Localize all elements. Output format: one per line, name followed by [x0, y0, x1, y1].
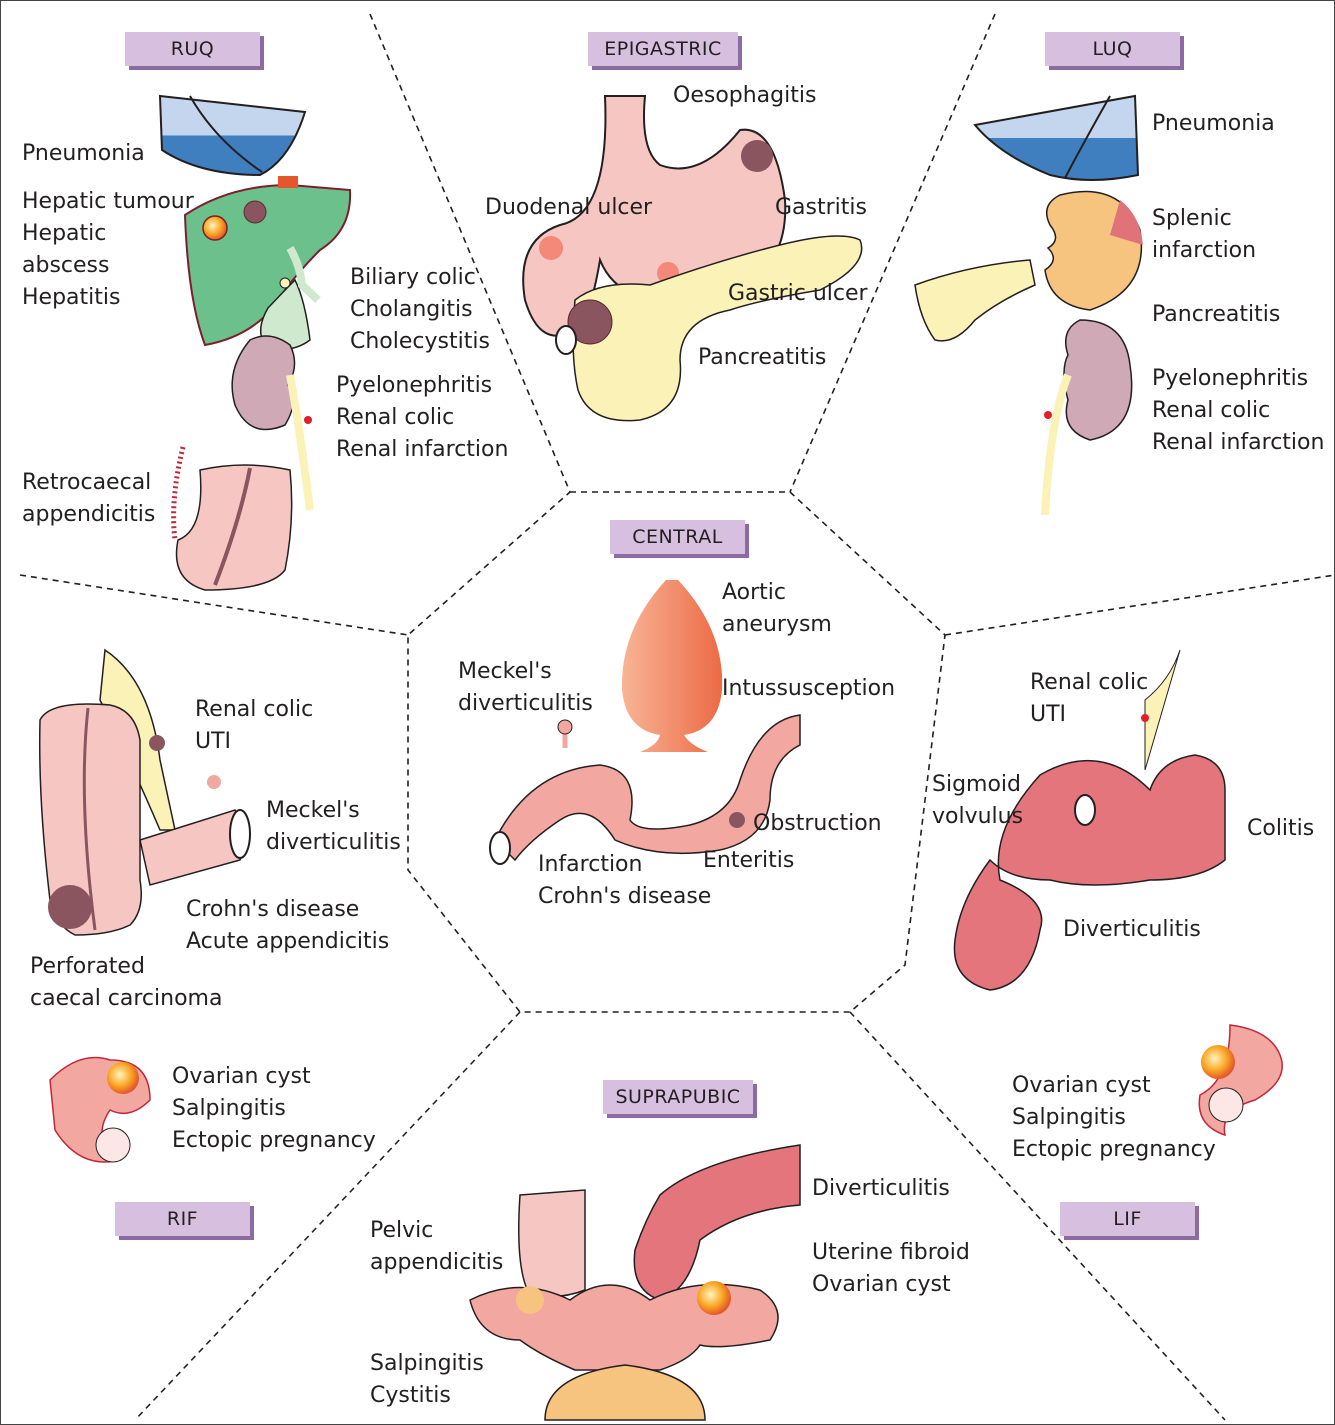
- luq-lung-icon: [975, 96, 1138, 180]
- label-line: abscess: [22, 250, 194, 282]
- sigmoid-label: Sigmoid volvulus: [932, 769, 1023, 833]
- lif-diverticulitis-label: Diverticulitis: [1063, 914, 1201, 946]
- label-line: appendicitis: [370, 1247, 503, 1279]
- oesophagitis-label: Oesophagitis: [673, 80, 816, 112]
- label-line: appendicitis: [22, 499, 155, 531]
- label-line: Renal infarction: [1152, 427, 1324, 459]
- label-line: UTI: [1030, 699, 1148, 731]
- label-line: Pelvic: [370, 1215, 503, 1247]
- rif-crohns-label: Crohn's disease Acute appendicitis: [186, 894, 389, 958]
- label-line: infarction: [1152, 235, 1256, 267]
- luq-pneumonia-label: Pneumonia: [1152, 108, 1275, 140]
- rif-gyn-label: Ovarian cyst Salpingitis Ectopic pregnan…: [172, 1061, 376, 1157]
- label-line: Renal colic: [1030, 667, 1148, 699]
- colitis-label: Colitis: [1247, 813, 1314, 845]
- label-line: Meckel's: [266, 795, 401, 827]
- label-line: Biliary colic: [350, 262, 490, 294]
- lif-gyn-label: Ovarian cyst Salpingitis Ectopic pregnan…: [1012, 1070, 1216, 1166]
- luq-kidney-icon: [1044, 320, 1132, 515]
- label-line: Ectopic pregnancy: [172, 1125, 376, 1157]
- region-suprapubic: SUPRAPUBIC: [603, 1080, 753, 1114]
- label-line: Renal infarction: [336, 434, 508, 466]
- enteritis-label: Enteritis: [703, 845, 794, 877]
- duodenal-ulcer-label: Duodenal ulcer: [485, 192, 652, 224]
- region-central: CENTRAL: [610, 520, 745, 554]
- uterine-label: Uterine fibroid Ovarian cyst: [812, 1237, 970, 1301]
- region-luq: LUQ: [1045, 32, 1180, 66]
- small-bowel-icon: [490, 715, 800, 864]
- region-ruq: RUQ: [125, 32, 260, 66]
- label-line: Cholangitis: [350, 294, 490, 326]
- label-line: caecal carcinoma: [30, 983, 222, 1015]
- label-line: Crohn's disease: [538, 881, 711, 913]
- infarction-label: Infarction Crohn's disease: [538, 849, 711, 913]
- label-line: Crohn's disease: [186, 894, 389, 926]
- luq-pancreas-icon: [915, 260, 1035, 341]
- region-rif: RIF: [115, 1202, 250, 1236]
- label-line: Hepatic tumour: [22, 186, 194, 218]
- intussusception-label: Intussusception: [722, 673, 895, 705]
- uterus-bladder-icon: [470, 1281, 778, 1420]
- label-line: Pyelonephritis: [1152, 363, 1324, 395]
- label-line: Infarction: [538, 849, 711, 881]
- label-line: UTI: [195, 726, 313, 758]
- spleen-icon: [1045, 192, 1143, 310]
- ruq-biliary-label: Biliary colic Cholangitis Cholecystitis: [350, 262, 490, 358]
- central-meckels-label: Meckel's diverticulitis: [458, 656, 593, 720]
- label-line: Ectopic pregnancy: [1012, 1134, 1216, 1166]
- perforated-label: Perforated caecal carcinoma: [30, 951, 222, 1015]
- label-line: aneurysm: [722, 609, 832, 641]
- label-line: Renal colic: [336, 402, 508, 434]
- aortic-label: Aortic aneurysm: [722, 577, 832, 641]
- label-line: Uterine fibroid: [812, 1237, 970, 1269]
- ruq-hepatic-label: Hepatic tumour Hepatic abscess Hepatitis: [22, 186, 194, 314]
- label-line: Ovarian cyst: [812, 1269, 970, 1301]
- label-line: Hepatitis: [22, 282, 194, 314]
- ruq-pneumonia-label: Pneumonia: [22, 138, 145, 170]
- lif-renal-label: Renal colic UTI: [1030, 667, 1148, 731]
- splenic-label: Splenic infarction: [1152, 203, 1256, 267]
- supra-diverticulitis-label: Diverticulitis: [812, 1173, 950, 1205]
- label-line: Perforated: [30, 951, 222, 983]
- gastric-ulcer-label: Gastric ulcer: [728, 278, 868, 310]
- supra-salpingitis-label: Salpingitis Cystitis: [370, 1348, 484, 1412]
- ruq-appendix-label: Retrocaecal appendicitis: [22, 467, 155, 531]
- label-line: Aortic: [722, 577, 832, 609]
- label-line: Hepatic: [22, 218, 194, 250]
- gastritis-label: Gastritis: [775, 192, 867, 224]
- label-line: Renal colic: [195, 694, 313, 726]
- label-line: Renal colic: [1152, 395, 1324, 427]
- label-line: Sigmoid: [932, 769, 1023, 801]
- obstruction-label: Obstruction: [753, 808, 882, 840]
- region-lif: LIF: [1060, 1202, 1195, 1236]
- aorta-icon: [622, 580, 722, 752]
- label-line: Meckel's: [458, 656, 593, 688]
- label-line: Splenic: [1152, 203, 1256, 235]
- ruq-lung-icon: [160, 96, 305, 175]
- label-line: diverticulitis: [266, 827, 401, 859]
- region-epigastric: EPIGASTRIC: [588, 32, 738, 66]
- epi-pancreatitis-label: Pancreatitis: [698, 342, 826, 374]
- luq-pancreatitis-label: Pancreatitis: [1152, 299, 1280, 331]
- luq-renal-label: Pyelonephritis Renal colic Renal infarct…: [1152, 363, 1324, 459]
- label-line: Salpingitis: [172, 1093, 376, 1125]
- label-line: diverticulitis: [458, 688, 593, 720]
- label-line: Ovarian cyst: [172, 1061, 376, 1093]
- rif-meckels-label: Meckel's diverticulitis: [266, 795, 401, 859]
- pelvic-label: Pelvic appendicitis: [370, 1215, 503, 1279]
- label-line: Pyelonephritis: [336, 370, 508, 402]
- label-line: volvulus: [932, 801, 1023, 833]
- label-line: Retrocaecal: [22, 467, 155, 499]
- label-line: Salpingitis: [1012, 1102, 1216, 1134]
- rif-ovary-icon: [50, 1058, 150, 1163]
- label-line: Salpingitis: [370, 1348, 484, 1380]
- ascending-colon-icon: [40, 704, 142, 935]
- label-line: Ovarian cyst: [1012, 1070, 1216, 1102]
- ruq-renal-label: Pyelonephritis Renal colic Renal infarct…: [336, 370, 508, 466]
- caecum-icon: [174, 447, 292, 590]
- rif-renal-label: Renal colic UTI: [195, 694, 313, 758]
- label-line: Cholecystitis: [350, 326, 490, 358]
- label-line: Cystitis: [370, 1380, 484, 1412]
- suprapubic-colon-icon: [519, 1145, 800, 1300]
